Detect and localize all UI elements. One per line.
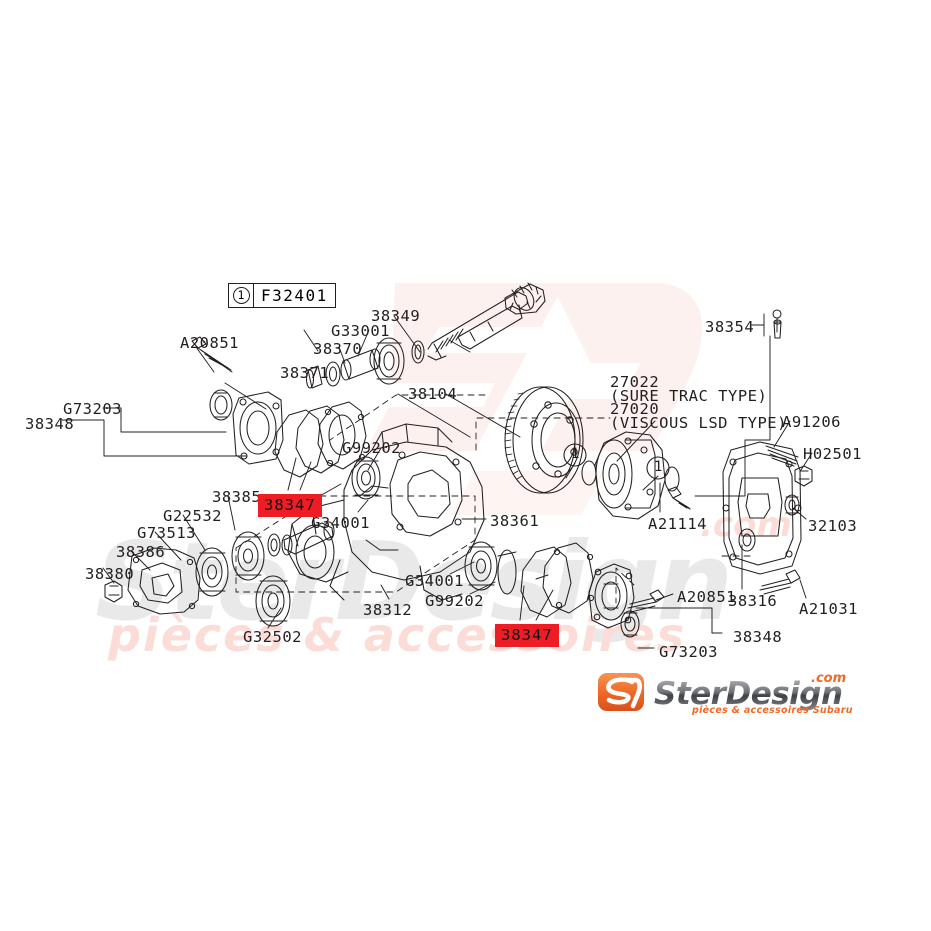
part-label-g73513: G73513 (137, 524, 196, 542)
carrier-bearing-g32502 (255, 575, 291, 627)
part-label-g73203: G73203 (63, 400, 122, 418)
part-label-g34001: G34001 (405, 572, 464, 590)
drive-pinion-shaft (427, 282, 546, 361)
reference-code: F32401 (261, 286, 328, 305)
sterdesign-logo: SterDesign .com pièces & accessoires Sub… (596, 668, 854, 718)
part-label-38348: 38348 (733, 628, 783, 646)
logo-wordmark: SterDesign (654, 676, 843, 712)
part-label-g34001: G34001 (311, 514, 370, 532)
part-label-38354: 38354 (705, 318, 755, 336)
logo-tld: .com (811, 671, 846, 686)
part-label-38347[interactable]: 38347 (495, 624, 559, 648)
ring-gear (504, 386, 584, 494)
part-label-38104: 38104 (408, 385, 458, 403)
part-label-38371: 38371 (280, 364, 330, 382)
logo-svg: SterDesign .com pièces & accessoires Sub… (598, 671, 853, 716)
part-label-38347[interactable]: 38347 (258, 494, 322, 518)
part-label-viscouslsdtype: (VISCOUS LSD TYPE) (610, 414, 787, 432)
left-axle-housing-group (104, 521, 335, 615)
rear-cover-housing (722, 441, 813, 595)
part-label-g73203: G73203 (659, 643, 718, 661)
part-label-g22532: G22532 (163, 507, 222, 525)
part-label-38316: 38316 (728, 592, 778, 610)
differential-case-assembly (581, 431, 691, 520)
part-label-h02501: H02501 (803, 445, 862, 463)
logo-mark (598, 673, 644, 711)
part-label-38348: 38348 (25, 415, 75, 433)
part-label-a20851: A20851 (180, 334, 239, 352)
bottom-bearing-seal-group (464, 541, 517, 595)
part-label-a21114: A21114 (648, 515, 707, 533)
oil-seal-bearing-top (351, 456, 381, 500)
part-label-a20851: A20851 (677, 588, 736, 606)
left-bearing-retainer-group (191, 336, 284, 465)
side-retainer-gasket-group-top (274, 401, 367, 478)
part-label-g33001: G33001 (331, 322, 390, 340)
part-label-g32502: G32502 (243, 628, 302, 646)
side-retainer-gasket-group-bottom (520, 542, 595, 618)
diagram-reference-box: 1 F32401 (228, 283, 336, 308)
part-label-38312: 38312 (363, 601, 413, 619)
part-label-g99202: G99202 (342, 439, 401, 457)
part-label-g99202: G99202 (425, 592, 484, 610)
part-label-38370: 38370 (313, 340, 363, 358)
part-label-38361: 38361 (490, 512, 540, 530)
right-bearing-retainer-group (588, 563, 665, 638)
callout-number-badge: 1 (232, 287, 250, 304)
part-label-a91206: A91206 (782, 413, 841, 431)
part-label-38380: 38380 (85, 565, 135, 583)
logo-tagline: pièces & accessoires Subaru (691, 705, 853, 716)
part-label-32103: 32103 (808, 517, 858, 535)
callout-badge-c1: 1 (571, 446, 580, 462)
part-label-a21031: A21031 (799, 600, 858, 618)
part-label-38385: 38385 (212, 488, 262, 506)
breather-plug-38354 (772, 309, 782, 339)
part-label-38386: 38386 (116, 543, 166, 561)
reference-callout-cell: 1 (229, 284, 254, 307)
callout-badge-c2: 1 (654, 459, 663, 475)
